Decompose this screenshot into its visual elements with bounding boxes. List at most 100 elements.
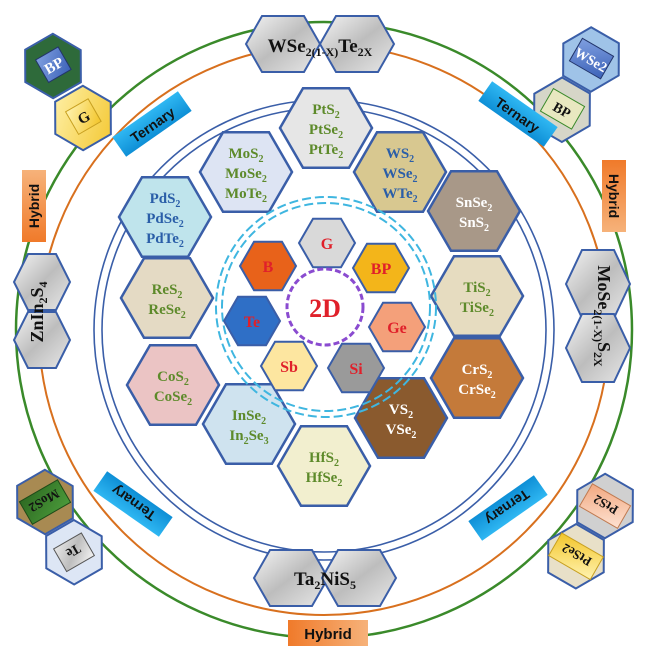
compound-hexagon bbox=[429, 254, 525, 338]
tag-hybrid-bottom: Hybrid bbox=[288, 620, 368, 646]
outer-item-ta-ni-s: Ta2NiS5 bbox=[252, 549, 398, 607]
outer-item-wse-te: WSe2(1-X)Te2X bbox=[244, 15, 396, 73]
dashed-ring-outer bbox=[215, 196, 437, 418]
center-ring bbox=[285, 267, 365, 347]
compound-formula-line: CrSe2 bbox=[458, 382, 496, 401]
tag-ternary-bottom-right: Ternary bbox=[468, 475, 548, 541]
svg-text:WSe2(1-X)Te2X: WSe2(1-X)Te2X bbox=[268, 36, 373, 59]
element-ge: Ge bbox=[367, 301, 427, 353]
outer-item-znins: ZnIn2S4 bbox=[12, 253, 72, 369]
compound-formula-line: CrS2 bbox=[462, 362, 493, 381]
wse-te-part-1: WSe bbox=[268, 36, 306, 57]
compound-hexagon bbox=[352, 130, 448, 214]
tag-ternary-top-left: Ternary bbox=[112, 91, 192, 157]
tag-hybrid-left: Hybrid bbox=[22, 170, 46, 242]
compound-formula-line: ReS2 bbox=[152, 282, 183, 301]
outer-item-mose-s: MoSe2(1-X)S2X bbox=[564, 249, 632, 383]
svg-text:Ta2NiS5: Ta2NiS5 bbox=[294, 569, 356, 592]
compound-formula-line: ReSe2 bbox=[148, 302, 186, 321]
element-label: G bbox=[321, 236, 334, 253]
element-hexagon bbox=[351, 242, 411, 294]
compound-hexagon bbox=[125, 343, 221, 427]
compound-hexagon bbox=[117, 175, 213, 259]
element-hexagon bbox=[259, 340, 319, 392]
element-label: Te bbox=[244, 314, 260, 331]
compound-hexagon bbox=[276, 424, 372, 508]
compound-formula-line: CoSe2 bbox=[154, 389, 192, 408]
pair-ptse2-pts2: PtSe2 PtS2 bbox=[547, 472, 634, 590]
compound-formula-line: SnSe2 bbox=[456, 195, 493, 214]
compound-formula-line: MoTe2 bbox=[225, 186, 267, 205]
element-g: G bbox=[297, 217, 357, 269]
compound-formula-line: TiSe2 bbox=[460, 300, 494, 319]
compound-formula-line: PdTe2 bbox=[146, 231, 184, 250]
compound-hexagon bbox=[278, 86, 374, 170]
element-label: Ge bbox=[387, 320, 407, 337]
element-hexagon bbox=[367, 301, 427, 353]
compound-formula-line: VSe2 bbox=[386, 422, 417, 441]
svg-text:MoSe2(1-X)S2X: MoSe2(1-X)S2X bbox=[591, 265, 614, 367]
pair-wse2-bp: WSe2 BP bbox=[533, 26, 620, 144]
compound-formula-line: WSe2 bbox=[383, 166, 418, 185]
element-b: B bbox=[238, 240, 298, 292]
element-si: Si bbox=[326, 342, 386, 394]
compound-formula-line: MoSe2 bbox=[225, 166, 267, 185]
compound-formula-line: PtSe2 bbox=[309, 122, 343, 141]
compound-formula-line: TiS2 bbox=[463, 280, 490, 299]
compound-hexagon bbox=[426, 169, 522, 253]
element-hexagon bbox=[238, 240, 298, 292]
compound-formula-line: In2Se3 bbox=[229, 428, 268, 447]
element-sb: Sb bbox=[259, 340, 319, 392]
compound-formula-line: InSe2 bbox=[232, 408, 266, 427]
element-label: B bbox=[263, 259, 274, 276]
compound-formula-line: PdS2 bbox=[150, 191, 181, 210]
element-te: Te bbox=[222, 295, 282, 347]
compound-formula-line: SnS2 bbox=[459, 215, 489, 234]
compound-formula-line: HfSe2 bbox=[306, 470, 343, 489]
pair-te-mos2: Te MoS2 bbox=[16, 468, 103, 586]
svg-text:Hybrid: Hybrid bbox=[606, 174, 622, 218]
compound-formula-line: PtTe2 bbox=[309, 142, 343, 161]
center-label: 2D bbox=[309, 294, 341, 323]
compound-formula-line: WS2 bbox=[386, 146, 414, 165]
element-hexagon bbox=[222, 295, 282, 347]
svg-text:Hybrid: Hybrid bbox=[26, 184, 42, 228]
compound-formula-line: WTe2 bbox=[382, 186, 417, 205]
compound-formula-line: VS2 bbox=[389, 402, 413, 421]
compound-formula-line: CoS2 bbox=[157, 369, 189, 388]
compound-formula-line: MoS2 bbox=[229, 146, 264, 165]
element-label: Si bbox=[349, 361, 363, 378]
svg-text:Hybrid: Hybrid bbox=[304, 626, 352, 643]
compound-hexagon bbox=[119, 256, 215, 340]
svg-text:ZnIn2S4: ZnIn2S4 bbox=[27, 281, 50, 342]
dashed-ring-inner bbox=[221, 202, 431, 412]
compound-hexagon bbox=[429, 336, 525, 420]
compound-hexagon bbox=[201, 382, 297, 466]
element-hexagon bbox=[326, 342, 386, 394]
element-label: BP bbox=[371, 261, 392, 278]
element-bp: BP bbox=[351, 242, 411, 294]
compound-formula-line: PdSe2 bbox=[146, 211, 184, 230]
pair-te-mos2-a: Te bbox=[63, 540, 83, 560]
element-label: Sb bbox=[280, 359, 298, 376]
element-hexagon bbox=[297, 217, 357, 269]
pair-bp-g: BP G bbox=[24, 32, 112, 152]
tag-hybrid-right: Hybrid bbox=[602, 160, 626, 232]
compound-formula-line: HfS2 bbox=[309, 450, 339, 469]
compound-formula-line: PtS2 bbox=[312, 102, 340, 121]
